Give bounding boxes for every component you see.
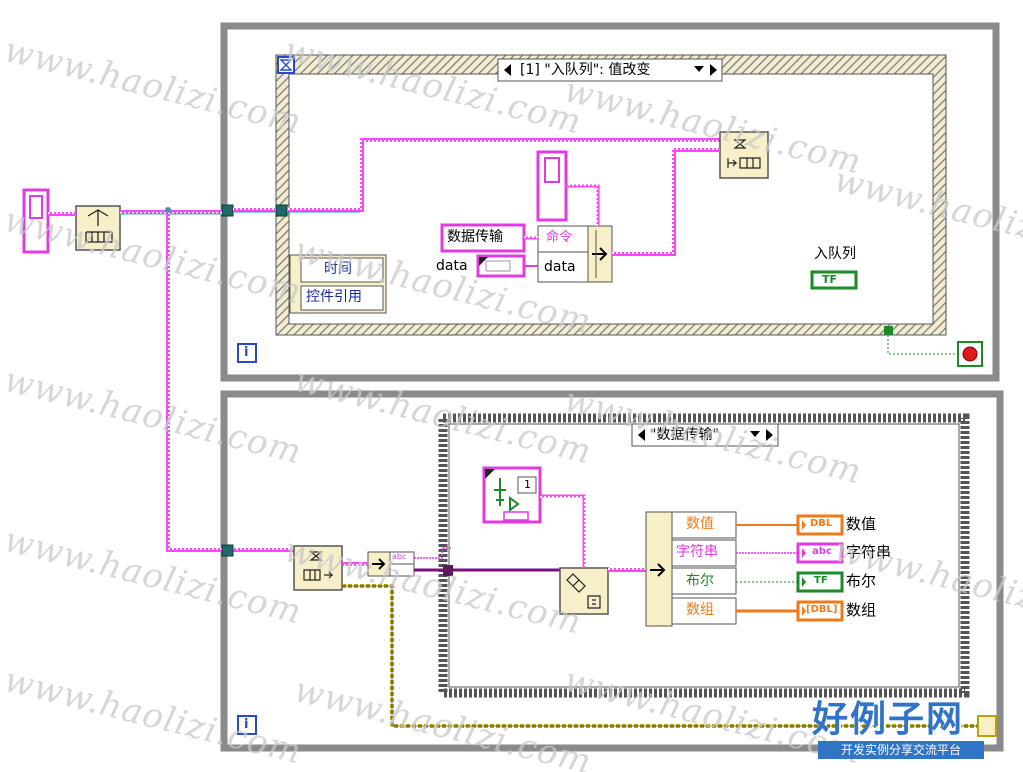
top-while-loop[interactable] bbox=[220, 22, 1000, 382]
case-structure-frame[interactable] bbox=[438, 413, 970, 698]
arrow-left-icon[interactable] bbox=[504, 64, 511, 76]
arrow-left-icon[interactable] bbox=[638, 429, 645, 441]
enqueue-node[interactable] bbox=[719, 131, 769, 179]
array-indicator[interactable] bbox=[796, 600, 844, 622]
queue-wire-main-edge bbox=[120, 211, 360, 215]
unbundle-string-tag: abc bbox=[392, 552, 407, 561]
event-data-item-time[interactable] bbox=[300, 257, 384, 283]
unbundle-arrow-icon bbox=[372, 558, 386, 570]
numeric-indicator[interactable] bbox=[796, 514, 844, 536]
refnum-constant-inner bbox=[544, 157, 560, 183]
unbundle-by-name-arrow-icon bbox=[650, 563, 666, 577]
cluster-wire bbox=[612, 148, 720, 256]
indicator-arrow-icon bbox=[802, 548, 806, 558]
iteration-terminal-top bbox=[237, 343, 257, 363]
queue-refnum-control-inner bbox=[29, 195, 43, 219]
array-indicator-label: 数组 bbox=[846, 601, 877, 619]
brand-subtitle: 开发实例分享交流平台 bbox=[818, 741, 984, 759]
bool-indicator-tag: TF bbox=[822, 273, 838, 286]
event-data-item-ref[interactable] bbox=[300, 285, 384, 311]
chevron-down-icon[interactable] bbox=[694, 66, 704, 72]
type-constant-wire-box bbox=[503, 511, 529, 521]
obtain-queue-icon bbox=[85, 209, 113, 243]
field-array[interactable] bbox=[671, 597, 737, 625]
bundle-by-name-node[interactable] bbox=[537, 225, 589, 283]
type-wire bbox=[540, 494, 586, 568]
case-selector[interactable] bbox=[631, 423, 779, 447]
unbundle-field-data[interactable] bbox=[389, 563, 415, 577]
field-boolean-label: 布尔 bbox=[686, 573, 714, 589]
bundle-field-command-label: 命令 bbox=[546, 230, 573, 245]
type-constant-icon bbox=[494, 478, 520, 512]
event-selector[interactable] bbox=[497, 58, 723, 82]
error-wire-edge bbox=[342, 585, 978, 727]
stop-icon bbox=[962, 346, 978, 362]
bundle-arrow-icon bbox=[592, 247, 608, 261]
boolean-indicator[interactable] bbox=[796, 571, 844, 593]
stop-wire bbox=[887, 335, 958, 355]
brand-logo-text: 好例子网 bbox=[812, 699, 965, 740]
event-data-item-ref-label: 控件引用 bbox=[306, 289, 362, 305]
obtain-queue-node[interactable] bbox=[75, 205, 121, 251]
numeric-indicator-label: 数值 bbox=[846, 515, 877, 533]
dequeue-node[interactable] bbox=[293, 545, 343, 591]
event-data-item-time-label: 时间 bbox=[324, 261, 352, 277]
string-indicator-tag: abc bbox=[812, 546, 832, 557]
field-array-label: 数组 bbox=[686, 602, 714, 618]
enum-constant-label: 数据传输 bbox=[447, 229, 503, 245]
variant-constant-inner bbox=[485, 260, 511, 272]
queue-branch-wire bbox=[166, 212, 294, 552]
numeric-indicator-tag: DBL bbox=[810, 518, 833, 529]
iteration-terminal-bottom-label: i bbox=[244, 717, 249, 732]
field-numeric-label: 数值 bbox=[686, 516, 714, 532]
bundle-field-data-label: data bbox=[544, 259, 576, 275]
iteration-terminal-bottom bbox=[237, 715, 257, 735]
case-tunnel bbox=[443, 565, 453, 576]
event-tunnel-left bbox=[275, 204, 288, 217]
type-constant-corner-icon bbox=[485, 469, 495, 479]
field-string-label: 字符串 bbox=[676, 544, 718, 560]
wire-junction bbox=[165, 207, 171, 213]
case-selector-label: "数据传输" bbox=[650, 427, 719, 443]
variant-corner-icon bbox=[479, 257, 488, 266]
field-boolean[interactable] bbox=[671, 567, 737, 595]
arrow-right-icon[interactable] bbox=[766, 429, 773, 441]
indicator-arrow-icon bbox=[802, 606, 806, 616]
queue-wire-main bbox=[48, 138, 720, 216]
string-indicator[interactable] bbox=[796, 542, 844, 564]
string-wire-selector bbox=[414, 547, 452, 559]
arrow-right-icon[interactable] bbox=[710, 64, 717, 76]
variant-constant-label: data bbox=[436, 258, 468, 274]
queue-refnum-control[interactable] bbox=[22, 188, 50, 254]
indicator-arrow-icon bbox=[802, 577, 806, 587]
boolean-indicator-label: 布尔 bbox=[846, 572, 877, 590]
loop-tunnel-left bbox=[221, 204, 234, 217]
hourglass-icon bbox=[279, 59, 293, 71]
enum-constant[interactable] bbox=[440, 223, 526, 253]
iteration-terminal-top-label: i bbox=[244, 345, 249, 360]
bool-indicator-caption: 入队列 bbox=[814, 246, 856, 262]
event-selector-label: [1] "入队列": 值改变 bbox=[520, 62, 651, 78]
unbundle-by-name-node[interactable] bbox=[645, 511, 673, 627]
variant-to-data-icon bbox=[566, 573, 601, 609]
bool-indicator[interactable] bbox=[810, 270, 858, 290]
variant-to-data-node[interactable] bbox=[559, 567, 609, 615]
array-indicator-tag: [DBL] bbox=[806, 604, 838, 615]
refnum-wire-in-event bbox=[566, 184, 600, 226]
loop-tunnel-bottom bbox=[221, 544, 234, 557]
loop-condition-tunnel bbox=[884, 326, 893, 335]
string-indicator-label: 字符串 bbox=[846, 543, 892, 561]
bottom-while-loop[interactable] bbox=[220, 390, 1004, 752]
numeric-constant-label: 1 bbox=[524, 478, 531, 491]
field-numeric[interactable] bbox=[671, 511, 737, 539]
boolean-indicator-tag: TF bbox=[814, 575, 828, 586]
enqueue-icon bbox=[727, 139, 761, 169]
error-loop-tunnel bbox=[977, 715, 997, 737]
chevron-down-icon[interactable] bbox=[750, 431, 760, 437]
indicator-arrow-icon bbox=[802, 520, 806, 530]
dequeue-icon bbox=[303, 551, 334, 581]
numeric-constant[interactable] bbox=[517, 476, 537, 494]
